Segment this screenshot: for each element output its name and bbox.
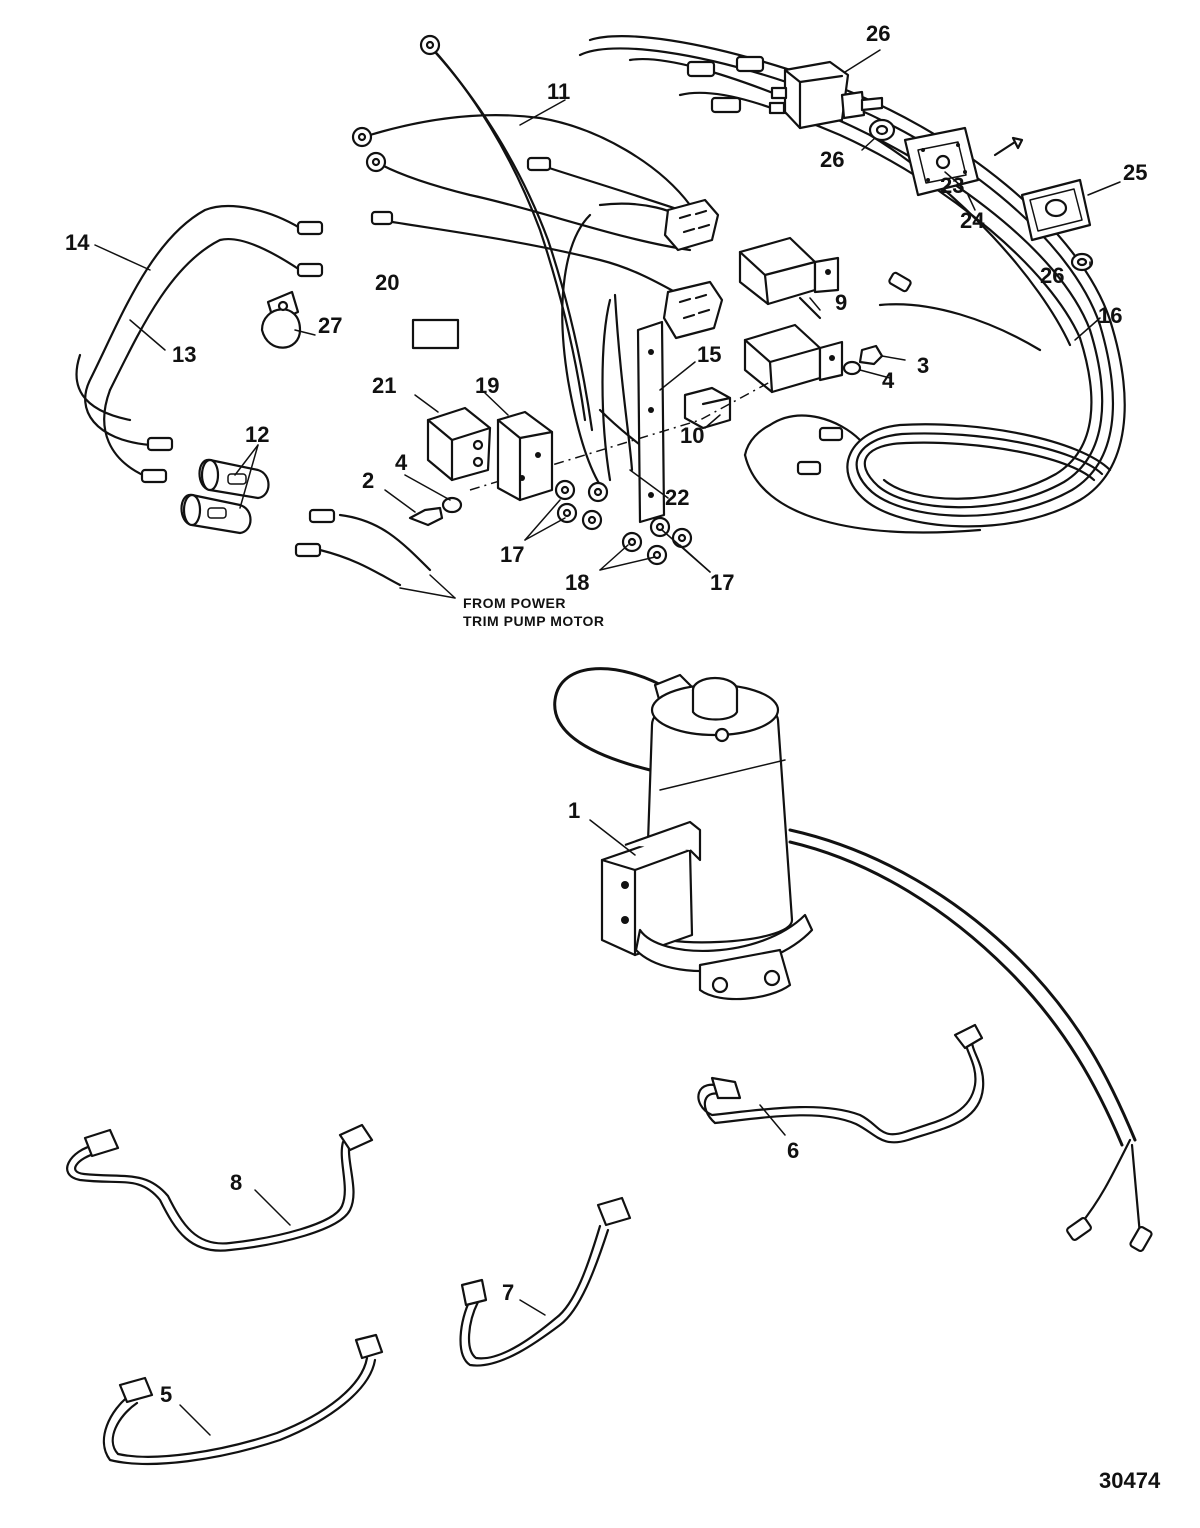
callout-17: 17: [710, 570, 734, 595]
callout-11: 11: [547, 79, 570, 104]
callout-8: 8: [230, 1170, 242, 1195]
callout-24: 24: [960, 208, 985, 233]
figure-number: 30474: [1099, 1468, 1161, 1493]
clip-27: [260, 290, 302, 349]
callout-10: 10: [680, 423, 704, 448]
callout-5: 5: [160, 1382, 172, 1407]
callout-4: 4: [882, 368, 895, 393]
callout-18: 18: [565, 570, 589, 595]
note-line-2: TRIM PUMP MOTOR: [463, 613, 605, 629]
note-line-1: FROM POWER: [463, 595, 566, 611]
pump-motor-leads: [294, 508, 432, 587]
fuse-holders-12: [180, 458, 270, 535]
callout-13: 13: [172, 342, 196, 367]
nuts-washers: [554, 479, 693, 566]
callout-22: 22: [665, 485, 689, 510]
bracket-15: [636, 320, 666, 524]
callout-9: 9: [835, 290, 847, 315]
tube-8: [66, 1123, 374, 1252]
callout-1: 1: [568, 798, 580, 823]
leader-lines: [94, 49, 1121, 599]
nut-3: [858, 344, 884, 366]
tube-5: [102, 1333, 384, 1466]
callout-26: 26: [866, 21, 890, 46]
callout-25: 25: [1123, 160, 1147, 185]
bracket-10: [683, 386, 732, 430]
callout-26: 26: [820, 147, 844, 172]
callout-19: 19: [475, 373, 499, 398]
callout-20: 20: [375, 270, 399, 295]
callout-23: 23: [940, 173, 964, 198]
relay-lower: [743, 323, 844, 394]
callout-12: 12: [245, 422, 269, 447]
callout-26: 26: [1040, 263, 1064, 288]
switch-plate: [903, 126, 1094, 272]
washer-4-right: [842, 360, 862, 376]
circuit-breaker-21: [426, 406, 492, 482]
callout-16: 16: [1098, 303, 1122, 328]
tube-7: [459, 1196, 632, 1367]
callout-27: 27: [318, 313, 342, 338]
callout-7: 7: [502, 1280, 514, 1305]
callout-6: 6: [787, 1138, 799, 1163]
callout-21: 21: [372, 373, 396, 398]
callout-3: 3: [917, 353, 929, 378]
trim-switch: [768, 60, 896, 142]
assembly-axis: [469, 381, 771, 491]
callout-14: 14: [65, 230, 90, 255]
tube-leaders: [179, 819, 786, 1436]
wire-harness-11: [351, 34, 724, 487]
callout-15: 15: [697, 342, 721, 367]
leader-9: [798, 296, 822, 320]
wire-harness-13-14: [75, 204, 324, 484]
callout-2: 2: [362, 468, 374, 493]
relay-upper: [738, 236, 840, 306]
trim-pump-motor-1: [553, 667, 1153, 1253]
screw-2: [408, 506, 444, 527]
callout-4: 4: [395, 450, 408, 475]
bracket-19: [496, 410, 554, 502]
tube-6: [697, 1023, 985, 1144]
decal-20: [411, 318, 460, 350]
washer-4-left: [441, 496, 463, 514]
callout-17: 17: [500, 542, 524, 567]
